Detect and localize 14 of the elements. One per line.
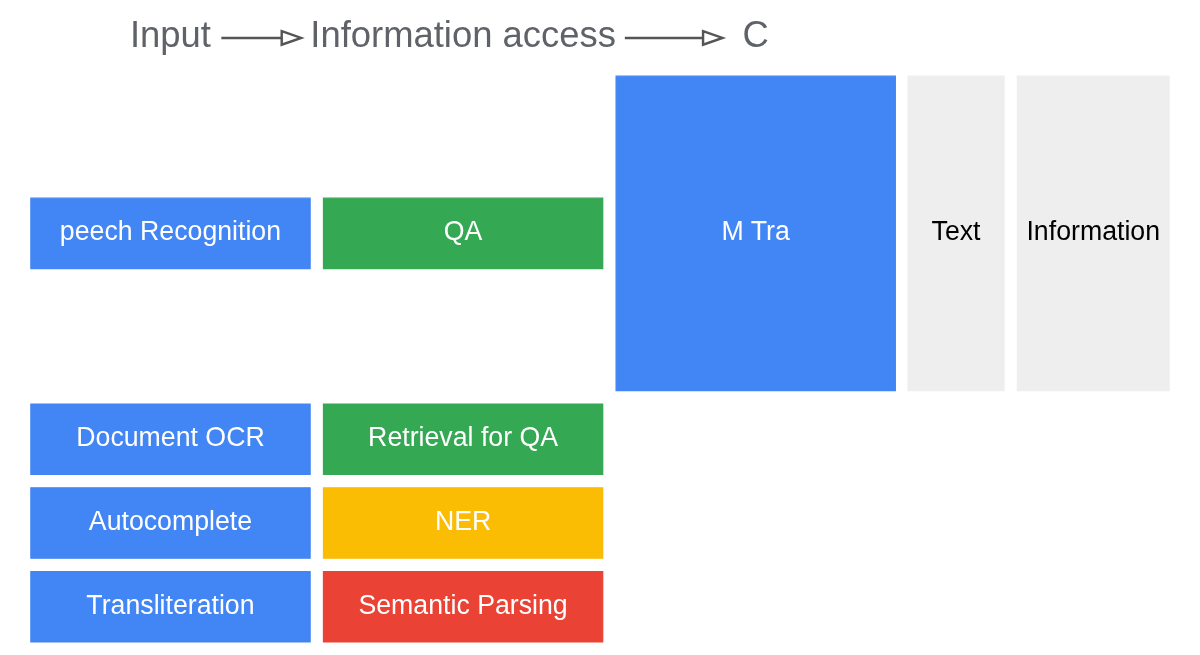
node-box: peech Recognition <box>30 197 311 270</box>
node-box: M Tra <box>615 75 896 392</box>
node-text: Input <box>129 14 211 56</box>
node-text: Information access <box>310 14 616 56</box>
node-box: Document OCR <box>30 403 311 475</box>
node-box: Retrieval for QA <box>322 403 604 475</box>
arrow <box>624 29 727 47</box>
node-box: NER <box>322 487 604 559</box>
node-box: Autocomplete <box>30 487 311 559</box>
node-box: QA <box>322 197 604 270</box>
node-text: C <box>742 14 769 56</box>
arrow <box>221 29 305 47</box>
node-box: Semantic Parsing <box>322 570 604 643</box>
node-box: Transliteration <box>30 570 311 643</box>
